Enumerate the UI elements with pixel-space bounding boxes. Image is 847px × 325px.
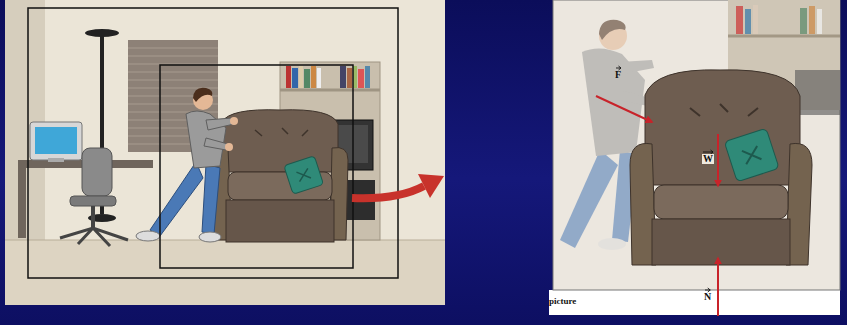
weight-vector	[717, 134, 719, 186]
free-body-scene	[549, 0, 840, 316]
normal-vector	[717, 258, 719, 316]
zoom-arrow	[352, 186, 424, 198]
room-scene	[5, 0, 445, 305]
vector-label: N	[704, 292, 711, 302]
zoom-arrowhead	[418, 174, 444, 198]
force-vector	[596, 96, 652, 122]
vector-label: W	[702, 154, 714, 164]
caption-fragment: picture	[549, 297, 576, 306]
vector-label: F	[615, 70, 621, 80]
